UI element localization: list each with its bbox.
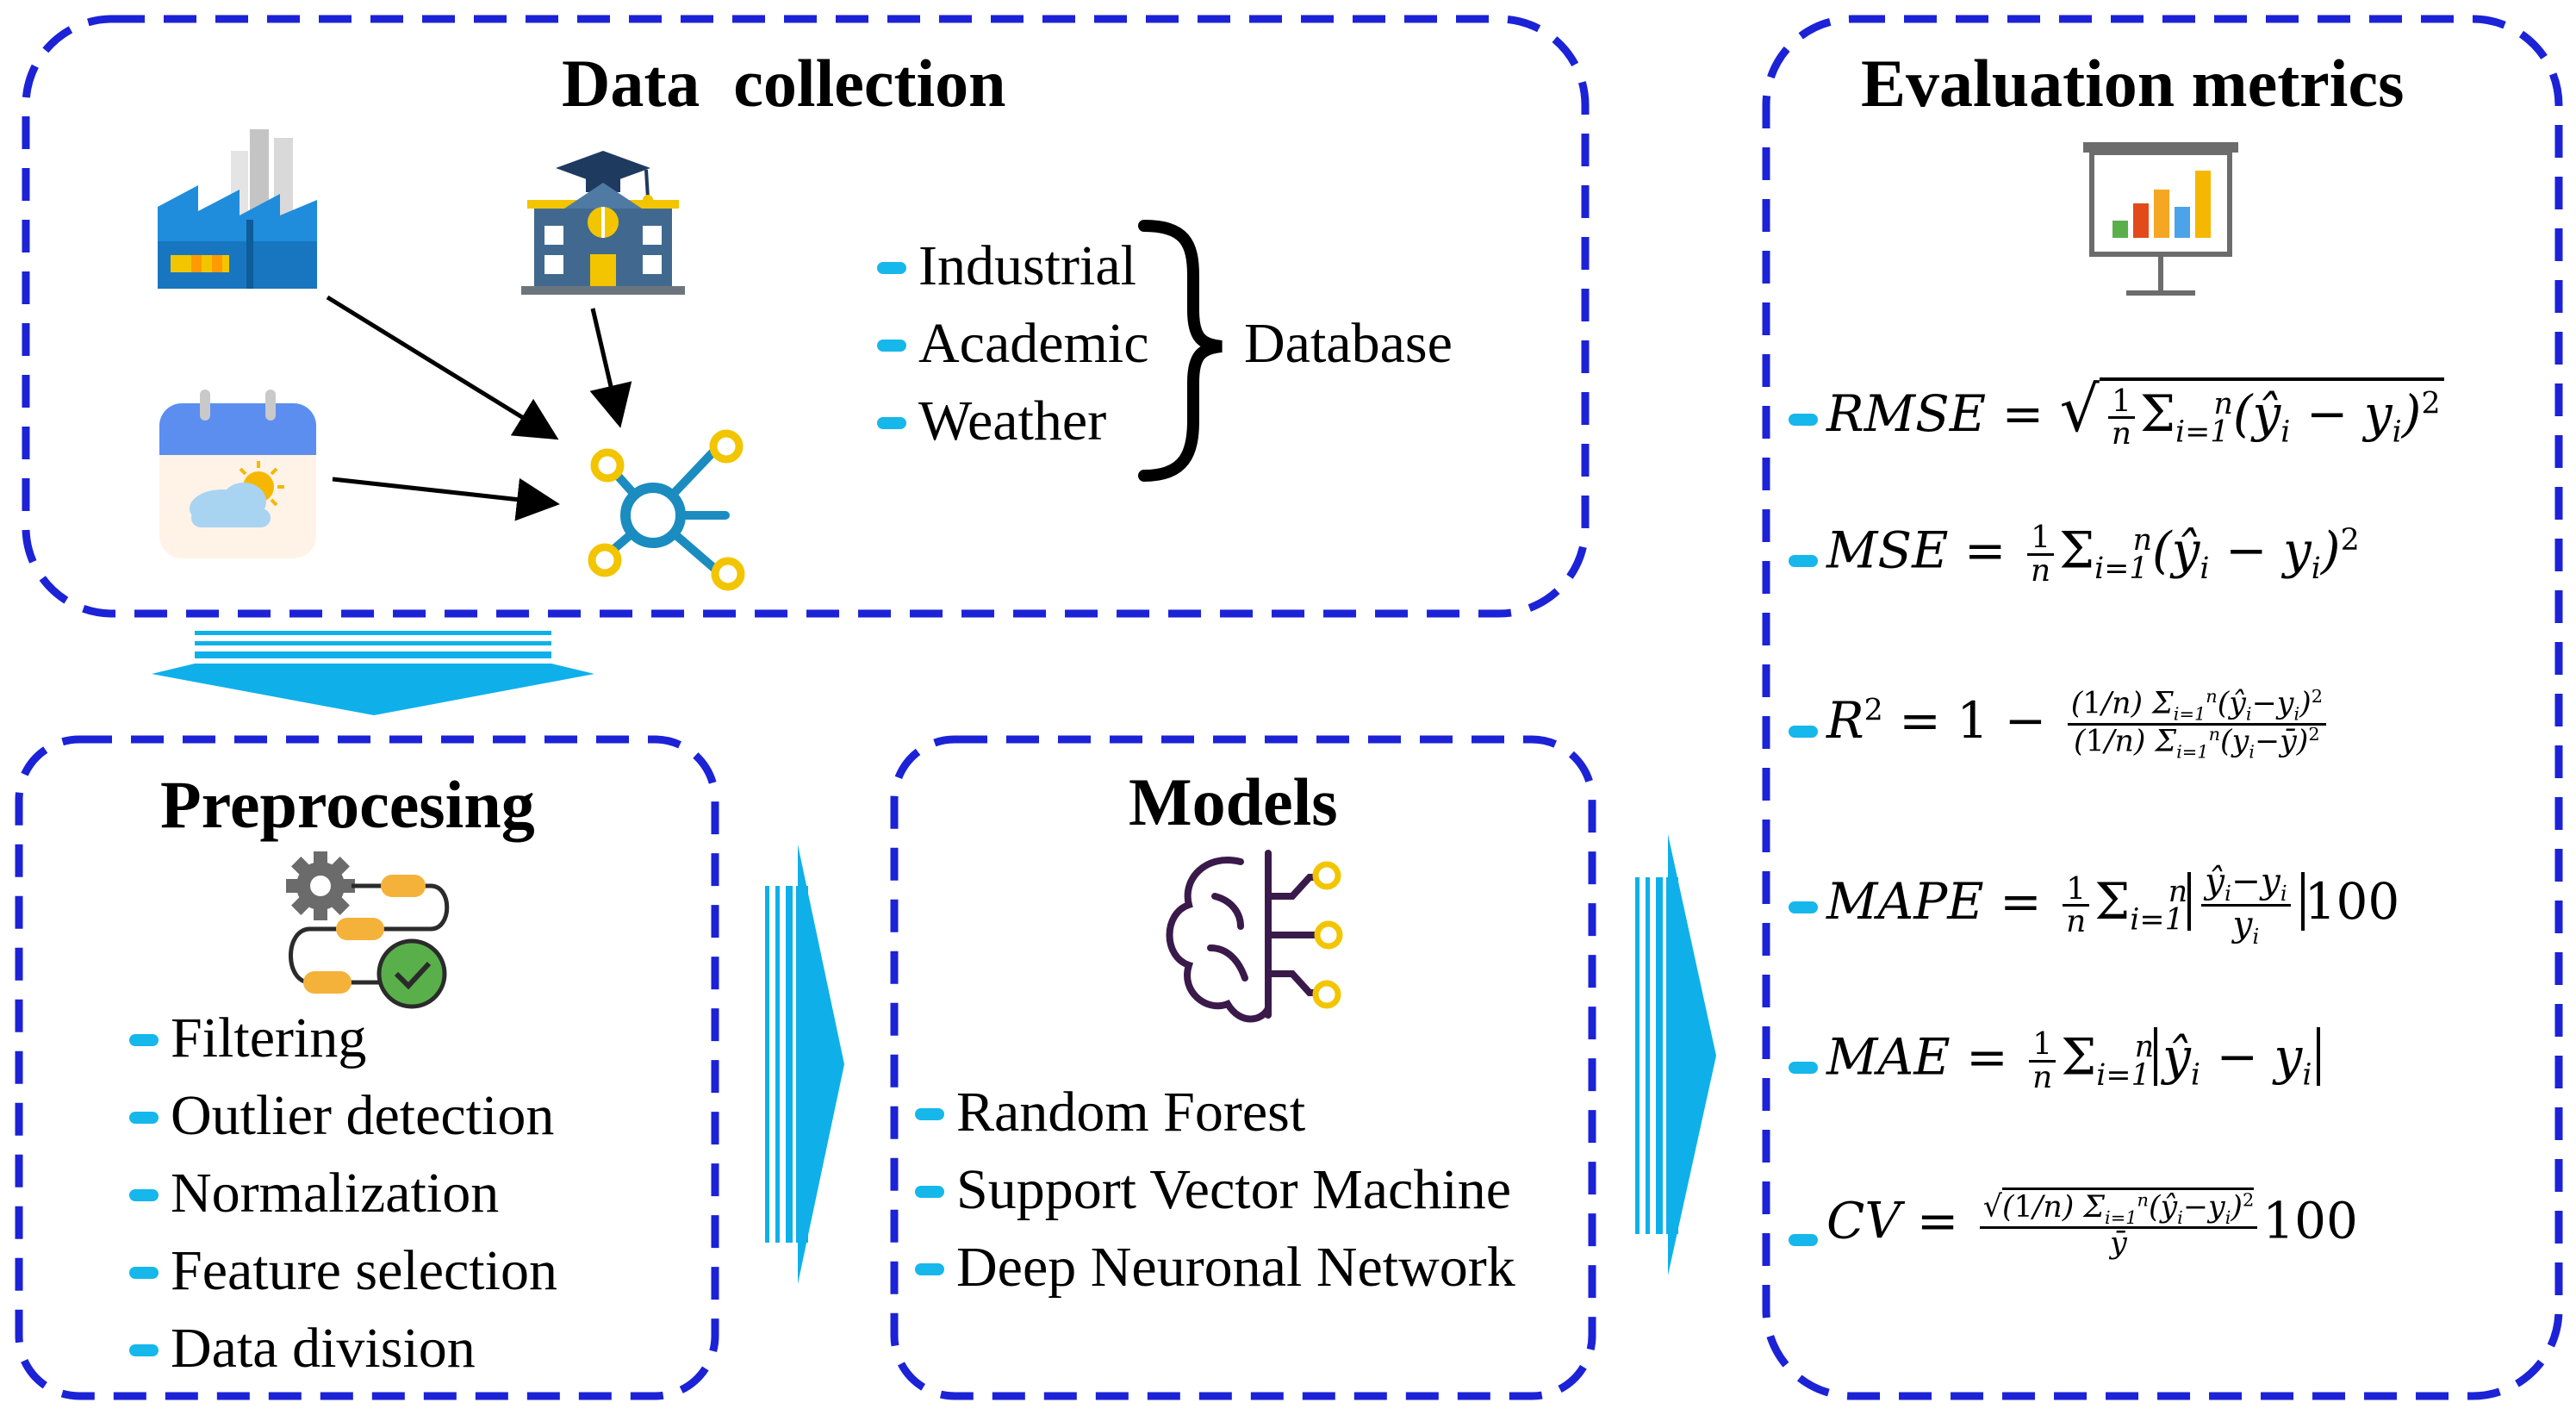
- bullet-icon: [1789, 1234, 1818, 1246]
- model-item-dnn: Deep Neuronal Network: [915, 1239, 1515, 1296]
- bullet-icon: [129, 1188, 159, 1201]
- formula-cv: CV = √(1/n) Σi=1n(ŷi−yi)2 ȳ 100: [1826, 1187, 2358, 1259]
- source-item-academic: Academic: [877, 315, 1149, 372]
- bullet-icon: [129, 1266, 159, 1279]
- database-brace: [1138, 220, 1223, 482]
- gear-pipeline-icon: [286, 851, 450, 1009]
- brain-circuit-icon: [1166, 850, 1322, 1023]
- data-collection-title: Data collection: [562, 46, 1006, 121]
- source-item-industrial: Industrial: [877, 238, 1136, 295]
- preprocessing-item-outlier-detection: Outlier detection: [129, 1088, 554, 1144]
- bullet-icon: [1789, 726, 1818, 738]
- database-label: Database: [1244, 312, 1453, 375]
- arrow-right-1: [765, 845, 844, 1284]
- arrow-down: [152, 631, 594, 715]
- bullet-icon: [915, 1107, 944, 1120]
- brain-node-icons: [1312, 861, 1343, 1009]
- panel-preprocessing: [15, 735, 719, 1400]
- models-title: Models: [1129, 764, 1338, 839]
- network-hub-icon: [588, 429, 745, 591]
- preprocessing-item-normalization: Normalization: [129, 1165, 499, 1222]
- bullet-icon: [915, 1262, 944, 1275]
- formula-r2: R2 = 1 − (1/n) Σi=1n(ŷi−yi)2 (1/n) Σi=1n…: [1826, 688, 2331, 762]
- bullet-icon: [1789, 1062, 1818, 1074]
- bullet-icon: [915, 1185, 944, 1198]
- evaluation-title: Evaluation metrics: [1861, 46, 2405, 121]
- preprocessing-item-feature-selection: Feature selection: [129, 1243, 557, 1300]
- model-item-svm: Support Vector Machine: [915, 1162, 1511, 1219]
- connector-arrows: [326, 295, 632, 521]
- bullet-icon: [129, 1343, 159, 1356]
- bullet-icon: [1789, 414, 1818, 426]
- presentation-chart-icon: [2083, 142, 2238, 296]
- panel-data-collection: [22, 15, 1590, 618]
- bullet-icon: [129, 1111, 159, 1124]
- university-icon: [521, 151, 685, 295]
- source-item-weather: Weather: [877, 393, 1106, 450]
- bullet-icon: [129, 1033, 159, 1046]
- model-item-random-forest: Random Forest: [915, 1084, 1305, 1141]
- bullet-icon: [1789, 901, 1818, 913]
- factory-icon: [158, 129, 317, 289]
- bullet-icon: [877, 416, 906, 429]
- weather-calendar-icon: [159, 390, 316, 558]
- bullet-icon: [877, 339, 906, 352]
- panel-evaluation-metrics: [1762, 15, 2563, 1400]
- arrow-right-2: [1635, 834, 1716, 1275]
- bullet-icon: [877, 261, 906, 274]
- bullet-icon: [1789, 555, 1818, 567]
- preprocessing-item-filtering: Filtering: [129, 1010, 366, 1067]
- panel-models: [890, 735, 1596, 1400]
- preprocessing-title: Preprocesing: [160, 767, 535, 842]
- preprocessing-item-data-division: Data division: [129, 1320, 476, 1377]
